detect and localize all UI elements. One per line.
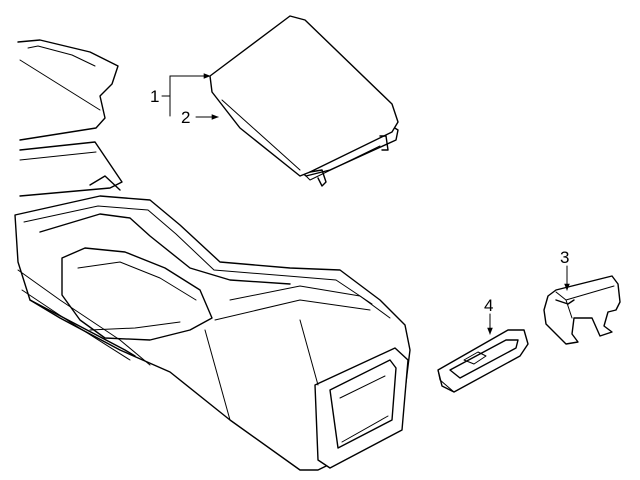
callout-leaders xyxy=(161,73,570,335)
cup-holder-clip xyxy=(543,275,621,345)
tray-insert xyxy=(437,329,529,393)
callout-4: 4 xyxy=(484,296,493,315)
console-lid xyxy=(209,15,399,187)
dash-trim-fragment xyxy=(17,39,123,197)
center-console xyxy=(14,195,411,471)
callout-2: 2 xyxy=(181,108,190,127)
callout-1: 1 xyxy=(150,87,159,106)
callout-3: 3 xyxy=(560,248,569,267)
